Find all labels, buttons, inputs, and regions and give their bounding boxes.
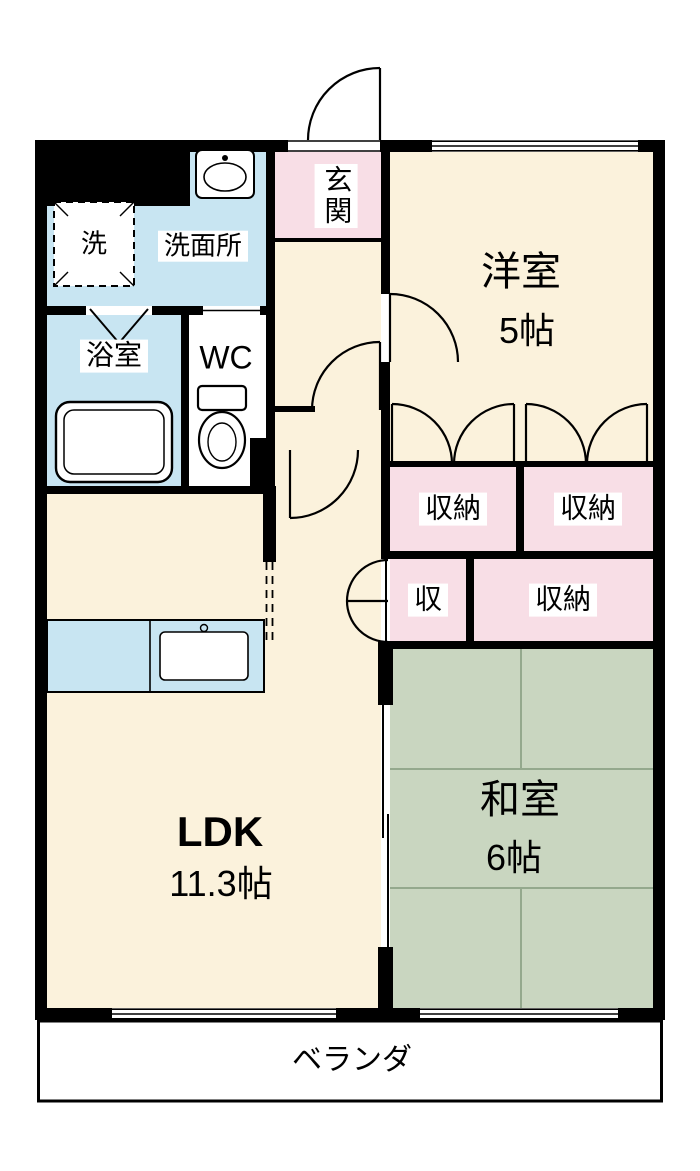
windows [112, 140, 638, 1020]
bath-door-opening [86, 306, 152, 315]
wall-left [35, 140, 47, 1020]
wall-closet-bottom [381, 641, 653, 649]
japanese-room-window [420, 1008, 618, 1020]
western-room-size: 5帖 [498, 310, 556, 352]
wall-wet-bottom [35, 486, 275, 494]
tatami-lines [390, 649, 653, 1008]
washer-pan-icon [53, 201, 135, 287]
wall-kitchen-stub [263, 486, 276, 562]
closet-small-label: 収 [407, 583, 449, 617]
ldk-door-arc [288, 449, 360, 520]
wall-center-1 [381, 152, 390, 294]
sink-icon [195, 149, 255, 199]
wall-center-4 [378, 641, 393, 705]
wall-center-3 [381, 467, 390, 559]
bathtub-icon [54, 400, 174, 484]
western-room-window [432, 140, 638, 152]
wall-closet-divider-2 [466, 551, 474, 649]
japanese-room-label: 和室 [480, 778, 560, 822]
wall-washroom-bottom [35, 306, 275, 315]
bathroom-label: 浴室 [79, 339, 149, 373]
washer-label: 洗 [80, 228, 108, 259]
toilet-label: WC [199, 339, 253, 376]
wall-block-wc [250, 438, 275, 494]
wall-center-2 [381, 362, 390, 467]
genkan-step-line [266, 238, 381, 242]
washroom-label: 洗面所 [157, 230, 249, 262]
sliding-door-ldk-japanese [381, 705, 390, 947]
wall-corridor [266, 152, 275, 494]
veranda-outline [37, 1019, 663, 1103]
wall-right [653, 140, 665, 1020]
closet-tl-door-arcs [390, 402, 516, 465]
entrance-opening [288, 140, 380, 152]
wall-block-top-left [35, 140, 190, 206]
kitchen-counter-icon [46, 619, 265, 693]
fixtures [46, 149, 274, 693]
wall-closet-divider-1 [516, 461, 524, 559]
entrance-door-arc [306, 66, 382, 141]
closet-bottom-label: 収納 [528, 583, 598, 617]
wall-center-5 [378, 947, 393, 1020]
closet-tr-door-arcs [524, 402, 649, 465]
wall-bath-wc [181, 306, 189, 494]
western-room-label: 洋室 [481, 250, 561, 294]
ldk-window [112, 1008, 336, 1020]
closet-tl-label: 収納 [418, 492, 488, 526]
veranda-label: ベランダ [292, 1043, 412, 1077]
corridor-door-arc [310, 340, 382, 411]
ldk-label: LDK [176, 807, 264, 855]
ldk-size: 11.3帖 [169, 863, 273, 905]
western-room-door-arc [388, 292, 460, 363]
japanese-room-size: 6帖 [485, 837, 543, 879]
genkan-label: 玄関 [314, 164, 358, 228]
wall-door-stub [275, 406, 315, 412]
closet-tr-label: 収納 [553, 492, 623, 526]
closet-small-door-arc [345, 558, 389, 644]
toilet-icon [196, 384, 248, 470]
western-door-opening [381, 294, 390, 362]
